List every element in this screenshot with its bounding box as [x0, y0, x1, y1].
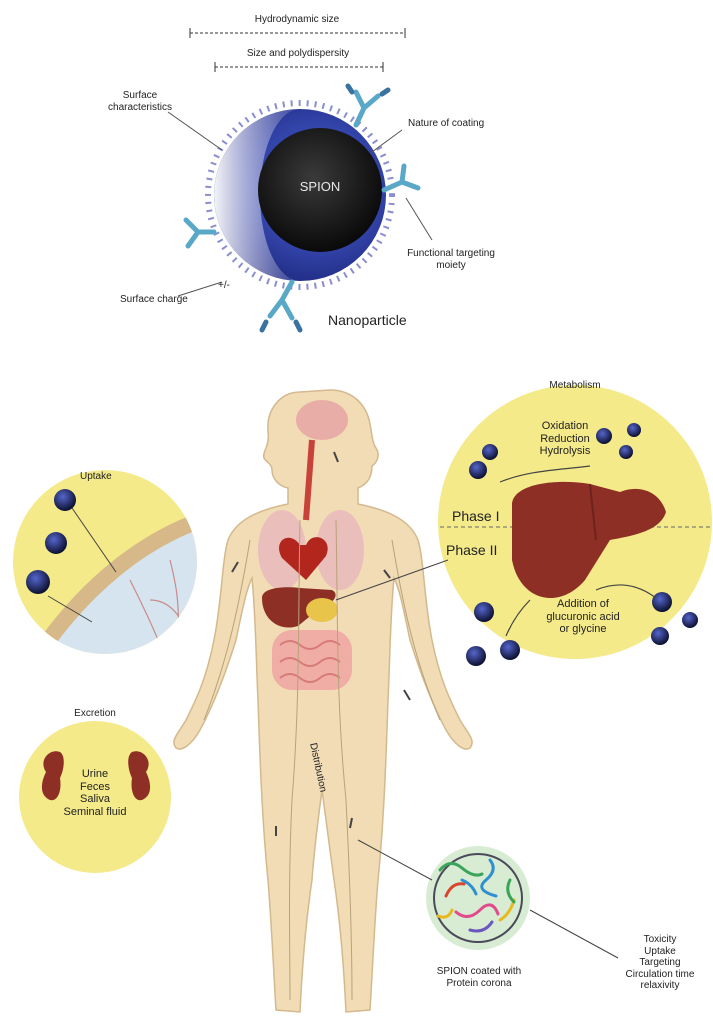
metabolism-reactions: Oxidation Reduction Hydrolysis — [520, 420, 610, 458]
surface-charge-label: Surface charge — [120, 294, 188, 306]
protein-corona — [358, 840, 618, 958]
leader-surface-characteristics — [168, 112, 222, 150]
excretion-routes: Urine Feces Saliva Seminal fluid — [55, 768, 135, 819]
charge-symbol: +/- — [218, 280, 230, 292]
antibody-left — [186, 220, 214, 246]
corona-effects: Toxicity Uptake Targeting Circulation ti… — [610, 934, 710, 992]
size-polydispersity-label: Size and polydispersity — [228, 48, 368, 60]
nanoparticle-caption: Nanoparticle — [328, 312, 407, 328]
phase-1-label: Phase I — [452, 508, 499, 524]
stomach — [306, 598, 338, 622]
brain — [296, 400, 348, 440]
uptake-circle — [13, 470, 220, 660]
hydrodynamic-size-label: Hydrodynamic size — [232, 14, 362, 26]
spion-core-label: SPION — [270, 180, 370, 195]
functional-targeting-label: Functional targeting moiety — [396, 248, 506, 271]
uptake-np-3 — [26, 570, 50, 594]
human-body — [174, 390, 472, 1012]
uptake-np-1 — [54, 489, 76, 511]
surface-characteristics-label: Surface characteristics — [100, 90, 180, 113]
uptake-np-2 — [45, 532, 67, 554]
corona-caption: SPION coated with Protein corona — [424, 966, 534, 989]
antibody-bottom — [262, 282, 300, 330]
corona-background — [426, 846, 530, 950]
phase-2-label: Phase II — [446, 542, 497, 558]
excretion-title: Excretion — [60, 708, 130, 720]
antibody-right — [384, 166, 418, 190]
body-outline — [174, 390, 472, 1012]
leader-functional-targeting — [406, 198, 432, 240]
nature-of-coating-label: Nature of coating — [408, 118, 484, 130]
uptake-title: Uptake — [80, 471, 112, 483]
metabolism-title: Metabolism — [530, 380, 620, 392]
metabolism-addition: Addition of glucuronic acid or glycine — [528, 598, 638, 636]
